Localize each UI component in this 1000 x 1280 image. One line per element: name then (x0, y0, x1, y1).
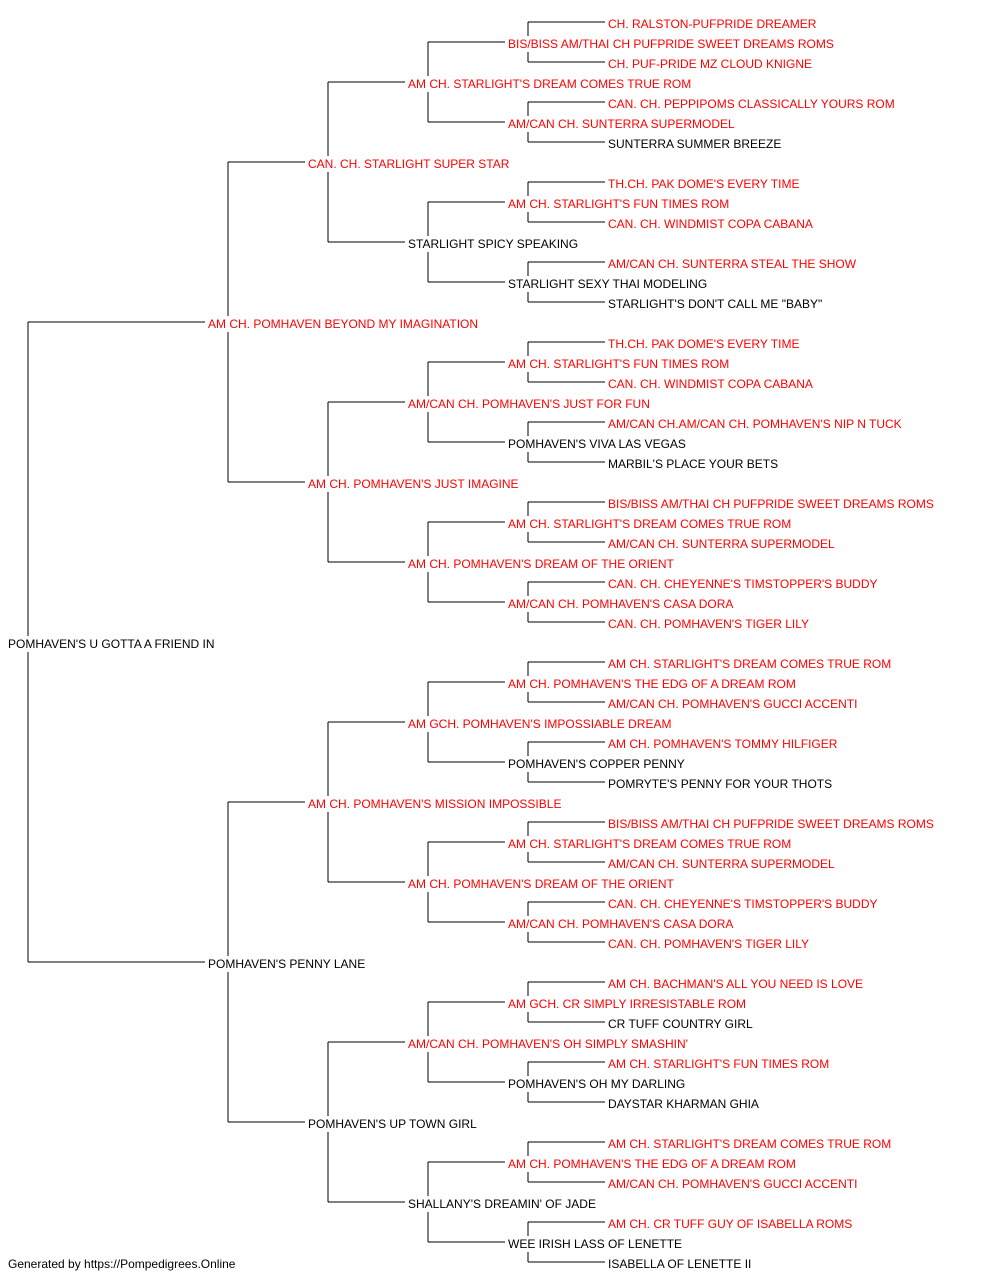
ancestor-name: MARBIL'S PLACE YOUR BETS (608, 457, 779, 471)
ancestor-name: CAN. CH. POMHAVEN'S TIGER LILY (608, 937, 809, 951)
ancestor-name: POMHAVEN'S PENNY LANE (208, 957, 366, 971)
ancestor-name: POMHAVEN'S COPPER PENNY (508, 757, 685, 771)
ancestor-name: AM CH. POMHAVEN'S TOMMY HILFIGER (608, 737, 838, 751)
ancestor-name: AM CH. STARLIGHT'S DREAM COMES TRUE ROM (608, 657, 892, 671)
ancestor-name: STARLIGHT'S DON'T CALL ME "BABY" (608, 297, 823, 311)
ancestor-name: AM/CAN CH. POMHAVEN'S OH SIMPLY SMASHIN' (408, 1037, 688, 1051)
ancestor-name: POMHAVEN'S UP TOWN GIRL (308, 1117, 477, 1131)
ancestor-name: CH. RALSTON-PUFPRIDE DREAMER (608, 17, 817, 31)
ancestor-name: AM CH. STARLIGHT'S FUN TIMES ROM (608, 1057, 830, 1071)
ancestor-name: AM CH. STARLIGHT'S DREAM COMES TRUE ROM (508, 517, 792, 531)
ancestor-name: AM/CAN CH. POMHAVEN'S JUST FOR FUN (408, 397, 650, 411)
ancestor-name: AM CH. BACHMAN'S ALL YOU NEED IS LOVE (608, 977, 864, 991)
ancestor-name: STARLIGHT SEXY THAI MODELING (508, 277, 708, 291)
ancestor-name: POMRYTE'S PENNY FOR YOUR THOTS (608, 777, 833, 791)
ancestor-name: AM/CAN CH. POMHAVEN'S CASA DORA (508, 597, 734, 611)
ancestor-name: AM CH. STARLIGHT'S FUN TIMES ROM (508, 357, 730, 371)
ancestor-name: CH. PUF-PRIDE MZ CLOUD KNIGNE (608, 57, 813, 71)
ancestor-name: TH.CH. PAK DOME'S EVERY TIME (608, 177, 800, 191)
ancestor-name: AM CH. POMHAVEN BEYOND MY IMAGINATION (208, 317, 479, 331)
ancestor-name: AM CH. POMHAVEN'S MISSION IMPOSSIBLE (308, 797, 562, 811)
ancestor-name: AM/CAN CH. POMHAVEN'S CASA DORA (508, 917, 734, 931)
ancestor-name: CAN. CH. CHEYENNE'S TIMSTOPPER'S BUDDY (608, 897, 878, 911)
ancestor-name: CAN. CH. STARLIGHT SUPER STAR (308, 157, 510, 171)
ancestor-name: AM CH. STARLIGHT'S DREAM COMES TRUE ROM (608, 1137, 892, 1151)
ancestor-name: AM CH. STARLIGHT'S DREAM COMES TRUE ROM (508, 837, 792, 851)
ancestor-name: BIS/BISS AM/THAI CH PUFPRIDE SWEET DREAM… (608, 497, 934, 511)
ancestor-name: CAN. CH. POMHAVEN'S TIGER LILY (608, 617, 809, 631)
ancestor-name: AM CH. POMHAVEN'S DREAM OF THE ORIENT (408, 557, 674, 571)
ancestor-name: AM/CAN CH. SUNTERRA SUPERMODEL (508, 117, 735, 131)
subject-dog-name: POMHAVEN'S U GOTTA A FRIEND IN (8, 637, 215, 651)
ancestor-name: ISABELLA OF LENETTE II (608, 1257, 752, 1271)
ancestor-name: TH.CH. PAK DOME'S EVERY TIME (608, 337, 800, 351)
ancestor-name: CAN. CH. PEPPIPOMS CLASSICALLY YOURS ROM (608, 97, 895, 111)
ancestor-name: POMHAVEN'S VIVA LAS VEGAS (508, 437, 686, 451)
ancestor-name: SUNTERRA SUMMER BREEZE (608, 137, 782, 151)
ancestor-name: BIS/BISS AM/THAI CH PUFPRIDE SWEET DREAM… (608, 817, 934, 831)
ancestor-name: AM/CAN CH. POMHAVEN'S GUCCI ACCENTI (608, 697, 858, 711)
ancestor-name: AM CH. POMHAVEN'S THE EDG OF A DREAM ROM (508, 677, 796, 691)
ancestor-name: AM GCH. CR SIMPLY IRRESISTABLE ROM (508, 997, 747, 1011)
ancestor-name: SHALLANY'S DREAMIN' OF JADE (408, 1197, 596, 1211)
ancestor-name: DAYSTAR KHARMAN GHIA (608, 1097, 759, 1111)
ancestor-name: AM CH. STARLIGHT'S FUN TIMES ROM (508, 197, 730, 211)
ancestor-name: AM/CAN CH.AM/CAN CH. POMHAVEN'S NIP N TU… (608, 417, 902, 431)
ancestor-name: AM/CAN CH. SUNTERRA SUPERMODEL (608, 537, 835, 551)
ancestor-name: CR TUFF COUNTRY GIRL (608, 1017, 753, 1031)
ancestor-name: AM/CAN CH. POMHAVEN'S GUCCI ACCENTI (608, 1177, 858, 1191)
footer-credit: Generated by https://Pompedigrees.Online (8, 1257, 236, 1271)
ancestor-name: AM CH. POMHAVEN'S DREAM OF THE ORIENT (408, 877, 674, 891)
ancestor-name: AM CH. CR TUFF GUY OF ISABELLA ROMS (608, 1217, 853, 1231)
ancestor-name: AM CH. POMHAVEN'S THE EDG OF A DREAM ROM (508, 1157, 796, 1171)
ancestor-name: AM/CAN CH. SUNTERRA STEAL THE SHOW (608, 257, 857, 271)
ancestor-name: POMHAVEN'S OH MY DARLING (508, 1077, 686, 1091)
ancestor-name: CAN. CH. WINDMIST COPA CABANA (608, 217, 813, 231)
ancestor-name: AM GCH. POMHAVEN'S IMPOSSIABLE DREAM (408, 717, 672, 731)
ancestor-name: CAN. CH. WINDMIST COPA CABANA (608, 377, 813, 391)
ancestor-name: CAN. CH. CHEYENNE'S TIMSTOPPER'S BUDDY (608, 577, 878, 591)
ancestor-name: WEE IRISH LASS OF LENETTE (508, 1237, 683, 1251)
ancestor-name: AM/CAN CH. SUNTERRA SUPERMODEL (608, 857, 835, 871)
ancestor-name: BIS/BISS AM/THAI CH PUFPRIDE SWEET DREAM… (508, 37, 834, 51)
ancestor-name: AM CH. POMHAVEN'S JUST IMAGINE (308, 477, 519, 491)
ancestor-name: AM CH. STARLIGHT'S DREAM COMES TRUE ROM (408, 77, 692, 91)
ancestor-name: STARLIGHT SPICY SPEAKING (408, 237, 579, 251)
